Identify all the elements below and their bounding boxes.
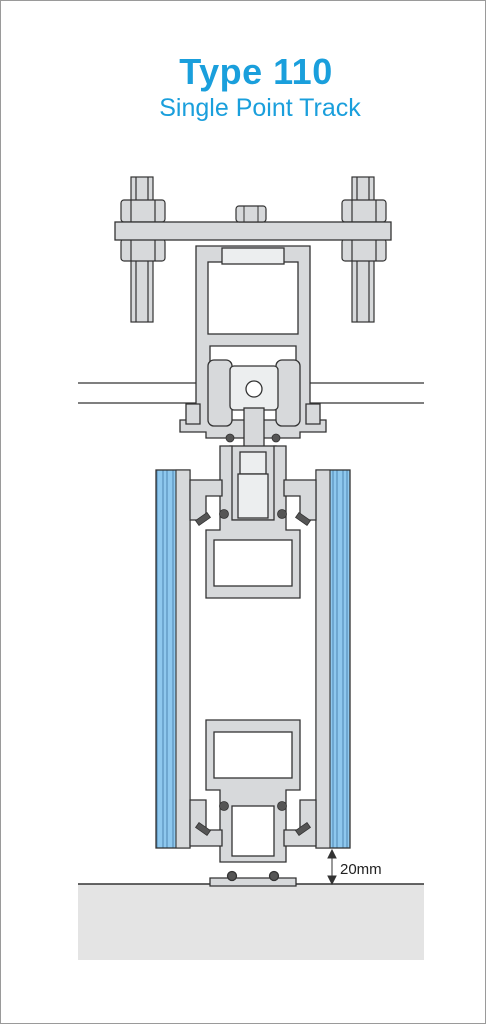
mounting-plate — [114, 205, 392, 241]
upper-door-profile — [189, 445, 317, 599]
glass-panel-left — [155, 469, 191, 849]
threaded-rod-left — [120, 176, 166, 323]
floor-guide — [209, 870, 297, 887]
diagram-subtitle: Single Point Track — [159, 94, 361, 122]
diagram-title-block: Type 110 Single Point Track — [0, 52, 486, 124]
dimension-label: 20mm — [340, 861, 382, 878]
ceiling-board — [78, 382, 424, 404]
lower-door-profile — [189, 719, 317, 863]
diagram-title: Type 110 — [179, 51, 333, 92]
carriage-wheels — [207, 359, 301, 449]
hanger-spindle — [229, 445, 277, 521]
floor-slab — [78, 883, 424, 960]
glass-panel-right — [315, 469, 351, 849]
dimension-20mm — [318, 847, 340, 886]
seals — [194, 433, 312, 837]
threaded-rod-right — [341, 176, 387, 323]
